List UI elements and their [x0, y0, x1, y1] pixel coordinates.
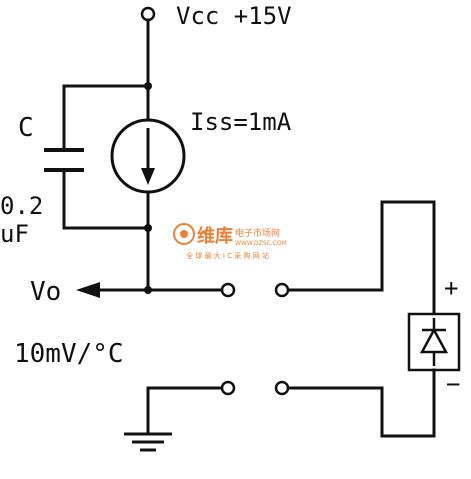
- scale-label: 10mV/°C: [14, 339, 124, 369]
- vcc-terminal: [140, 6, 156, 22]
- watermark-url-text: WWW.DZSC.COM: [235, 240, 287, 247]
- output-label: Vo: [30, 277, 61, 307]
- capacitor-value-line1: 0.2: [0, 192, 43, 220]
- capacitor-name-label: C: [18, 113, 34, 143]
- lower-right-wire: [287, 368, 436, 438]
- switch-terminal-lower-right: [274, 380, 290, 396]
- minus-label: −: [446, 370, 460, 398]
- capacitor-value-line2: uF: [0, 220, 29, 248]
- ground-symbol: [124, 432, 172, 452]
- capacitor-symbol: [44, 148, 84, 172]
- switch-terminal-upper-left: [220, 282, 236, 298]
- vcc-label: Vcc +15V: [176, 2, 292, 30]
- watermark-sub-text: 全 球 最 大 I C 采 购 网 站: [186, 251, 269, 260]
- switch-terminal-upper-right: [274, 282, 290, 298]
- current-source-symbol: [110, 118, 186, 194]
- capacitor-branch-wire: [62, 84, 150, 230]
- diode-symbol: [419, 318, 449, 366]
- switch-terminal-lower-left: [220, 380, 236, 396]
- plus-label: +: [444, 274, 458, 302]
- watermark-main-text: 维库: [197, 225, 233, 247]
- output-arrow: [76, 282, 150, 298]
- iss-label: Iss=1mA: [190, 108, 292, 136]
- watermark-logo: 维库 电子市场网 WWW.DZSC.COM 全 球 最 大 I C 采 购 网 …: [173, 223, 287, 260]
- upper-right-wire: [287, 200, 436, 316]
- watermark-side-text: 电子市场网: [235, 227, 280, 239]
- ground-wire: [146, 386, 223, 434]
